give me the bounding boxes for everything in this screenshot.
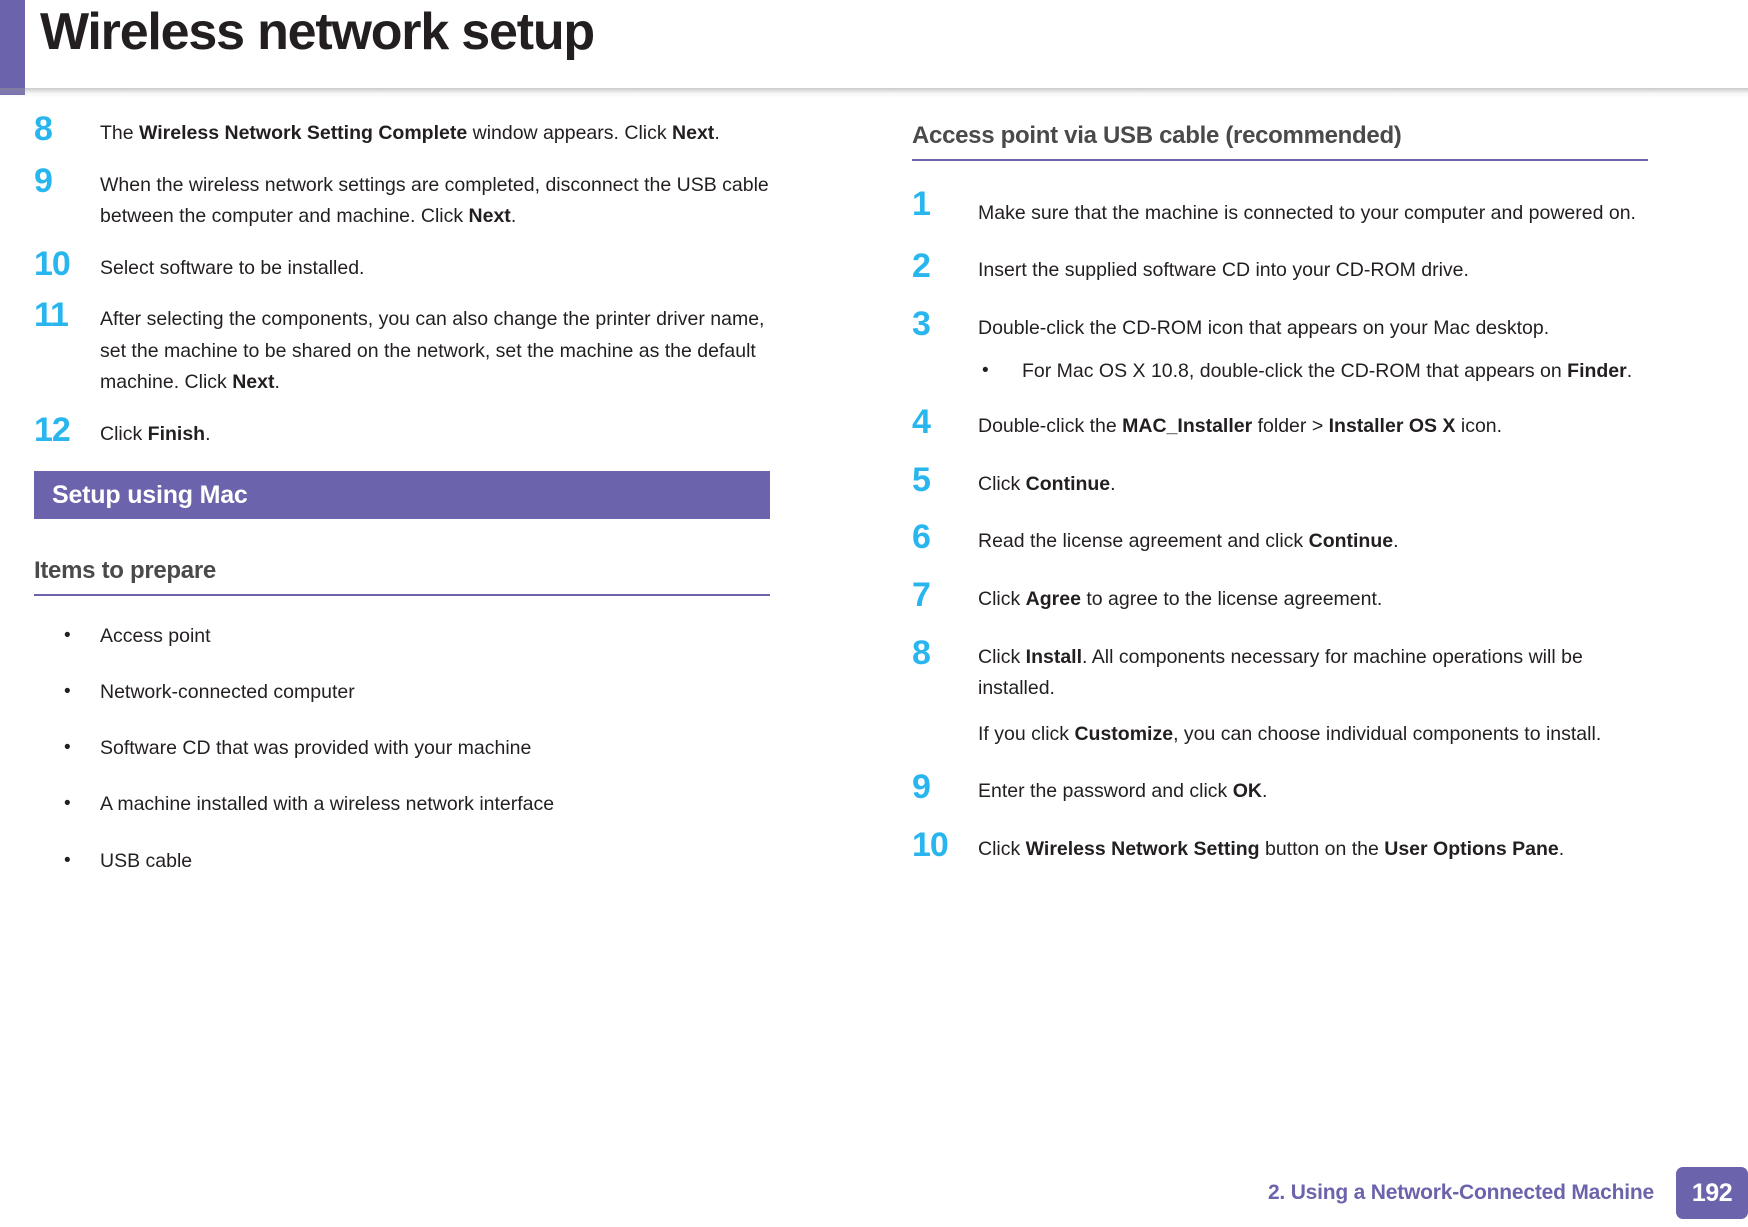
numbered-step: 5 Click Continue. xyxy=(912,463,1648,501)
list-item-label: Software CD that was provided with your … xyxy=(100,737,532,760)
numbered-step: 11 After selecting the components, you c… xyxy=(34,298,774,399)
bullet-dot-icon: • xyxy=(64,793,71,815)
section-band-setup-using-mac: Setup using Mac xyxy=(34,470,770,519)
numbered-step: 6 Read the license agreement and click C… xyxy=(912,520,1648,558)
sub-heading: Items to prepare xyxy=(34,556,216,584)
access-point-heading-group: Access point via USB cable (recommended) xyxy=(912,122,1648,161)
header-accent-bar xyxy=(0,0,25,95)
list-item-label: A machine installed with a wireless netw… xyxy=(100,793,555,816)
sub-heading-rule xyxy=(912,159,1648,161)
step-number: 8 xyxy=(912,633,931,672)
step-text: When the wireless network settings are c… xyxy=(100,173,769,228)
page-header: Wireless network setup xyxy=(0,0,1748,100)
bullet-dot-icon: • xyxy=(64,624,71,646)
step-number: 4 xyxy=(912,403,931,442)
header-divider xyxy=(0,88,1748,98)
bullet-dot-icon: • xyxy=(982,360,989,382)
step-number: 8 xyxy=(34,110,53,148)
footer-inner: 2. Using a Network-Connected Machine 192 xyxy=(1268,1167,1748,1219)
step-text: Double-click the CD-ROM icon that appear… xyxy=(978,316,1550,339)
step-text: Click Continue. xyxy=(978,472,1116,495)
numbered-step: 3 Double-click the CD-ROM icon that appe… xyxy=(912,307,1648,388)
step-text: Make sure that the machine is connected … xyxy=(978,202,1636,224)
page-number-badge: 192 xyxy=(1676,1167,1748,1219)
step-number: 9 xyxy=(912,768,931,807)
right-column: Access point via USB cable (recommended)… xyxy=(912,118,1648,865)
right-steps-list: 1 Make sure that the machine is connecte… xyxy=(912,187,1648,866)
step-text: Select software to be installed. xyxy=(100,256,365,279)
list-item-label: USB cable xyxy=(100,849,193,872)
step-number: 5 xyxy=(912,460,931,499)
step-extra-paragraph: If you click Customize, you can choose i… xyxy=(978,722,1602,745)
footer-chapter-label: 2. Using a Network-Connected Machine xyxy=(1267,1181,1654,1204)
list-item: • Software CD that was provided with you… xyxy=(34,734,774,763)
left-column: 8 The Wireless Network Setting Complete … xyxy=(34,112,774,903)
bullet-dot-icon: • xyxy=(64,680,71,702)
numbered-step: 7 Click Agree to agree to the license ag… xyxy=(912,578,1648,616)
step-number: 7 xyxy=(912,576,931,614)
step-text: Click Finish. xyxy=(100,423,211,446)
list-item-label: Access point xyxy=(100,624,211,647)
list-item: • USB cable xyxy=(34,847,774,876)
step-text: The Wireless Network Setting Complete wi… xyxy=(100,122,720,144)
numbered-step: 9 Enter the password and click OK. xyxy=(912,770,1648,808)
numbered-step: 9 When the wireless network settings are… xyxy=(34,164,774,233)
numbered-step: 12 Click Finish. xyxy=(34,413,774,451)
numbered-step: 8 Click Install. All components necessar… xyxy=(912,636,1648,751)
step-number: 3 xyxy=(912,304,931,343)
numbered-step: 10 Select software to be installed. xyxy=(34,247,774,285)
step-text: Click Install. All components necessary … xyxy=(978,645,1583,700)
bullet-dot-icon: • xyxy=(64,849,71,871)
numbered-step: 8 The Wireless Network Setting Complete … xyxy=(34,112,774,150)
list-item: • A machine installed with a wireless ne… xyxy=(34,790,774,819)
items-to-prepare-heading-group: Items to prepare xyxy=(34,557,770,596)
bullet-dot-icon: • xyxy=(64,737,71,759)
step-text: Click Wireless Network Setting button on… xyxy=(978,837,1565,860)
numbered-step: 4 Double-click the MAC_Installer folder … xyxy=(912,405,1648,443)
step-text: After selecting the components, you can … xyxy=(100,308,765,394)
numbered-step: 1 Make sure that the machine is connecte… xyxy=(912,187,1648,235)
page-footer: 2. Using a Network-Connected Machine 192 xyxy=(0,1153,1748,1227)
numbered-step: 10 Click Wireless Network Setting button… xyxy=(912,828,1648,866)
step-text: Enter the password and click OK. xyxy=(978,780,1268,803)
list-item-label: Network-connected computer xyxy=(100,680,355,703)
section-band-label: Setup using Mac xyxy=(52,480,248,509)
items-to-prepare-list: • Access point • Network-connected compu… xyxy=(34,622,774,876)
step-number: 10 xyxy=(912,825,949,864)
step-number: 6 xyxy=(912,518,931,557)
numbered-step: 2 Insert the supplied software CD into y… xyxy=(912,249,1648,287)
page-title: Wireless network setup xyxy=(40,3,595,61)
sub-list-item-label: For Mac OS X 10.8, double-click the CD-R… xyxy=(1022,360,1633,383)
step-text: Click Agree to agree to the license agre… xyxy=(978,588,1383,610)
list-item: • Access point xyxy=(34,622,774,651)
step-text: Read the license agreement and click Con… xyxy=(978,530,1399,553)
sub-heading: Access point via USB cable (recommended) xyxy=(912,122,1402,149)
step-number: 12 xyxy=(34,411,71,450)
step-text: Insert the supplied software CD into you… xyxy=(978,258,1469,281)
step-text: Double-click the MAC_Installer folder > … xyxy=(978,415,1503,438)
step-number: 2 xyxy=(912,246,931,285)
sub-heading-rule xyxy=(34,593,770,596)
step-number: 10 xyxy=(34,244,71,283)
sub-list-item: • For Mac OS X 10.8, double-click the CD… xyxy=(978,356,1648,387)
step-number: 11 xyxy=(34,296,69,335)
step-number: 9 xyxy=(34,161,53,200)
list-item: • Network-connected computer xyxy=(34,678,774,707)
left-steps-list: 8 The Wireless Network Setting Complete … xyxy=(34,112,774,451)
step-number: 1 xyxy=(912,185,931,223)
